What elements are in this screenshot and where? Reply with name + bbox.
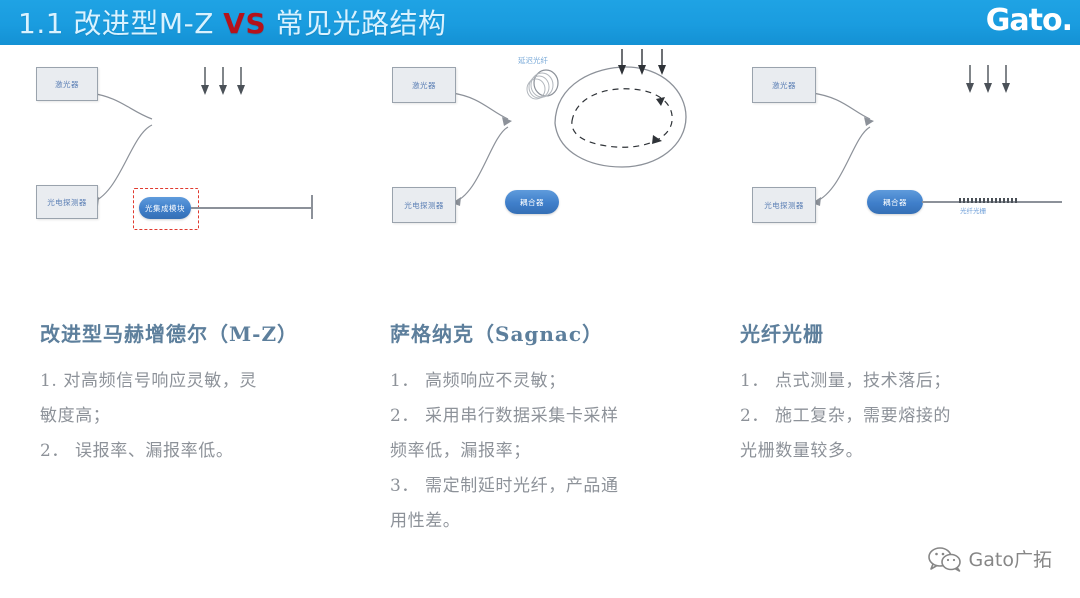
sagnac-laser-box: 激光器: [392, 67, 456, 103]
diagram-sagnac: 激光器 光电探测器 耦合器 延迟光纤: [350, 45, 720, 313]
column-fbg: 光纤光栅 1． 点式测量，技术落后； 2． 施工复杂，需要熔接的 光栅数量较多。: [740, 318, 1050, 470]
brand-logo: Gato.: [985, 3, 1073, 38]
sagnac-detector-label: 光电探测器: [404, 200, 444, 210]
column-fbg-item: 2． 施工复杂，需要熔接的: [740, 406, 952, 426]
column-sagnac-item: 2． 采用串行数据采集卡采样: [390, 406, 619, 426]
diagram-mz: 激光器 光电探测器 光集成模块: [0, 45, 350, 313]
sagnac-laser-label: 激光器: [412, 80, 436, 90]
sagnac-delay-fiber-label: 延迟光纤: [518, 56, 548, 65]
fbg-laser-label: 激光器: [772, 80, 796, 90]
page-header: 1.1 改进型M-Z VS 常见光路结构 Gato.: [0, 0, 1080, 45]
mz-highlight-dashed-box: [133, 188, 199, 230]
mz-laser-label: 激光器: [55, 79, 79, 89]
column-mz-title: 改进型马赫增德尔（M-Z）: [40, 322, 299, 346]
wechat-icon: [927, 546, 961, 572]
watermark-text: Gato广拓: [968, 549, 1052, 571]
fbg-coupler-label: 耦合器: [883, 197, 907, 207]
column-mz-item: 1. 对高频信号响应灵敏，灵: [40, 371, 258, 391]
column-sagnac-item: 3． 需定制延时光纤，产品通: [390, 476, 619, 496]
comparison-columns: 改进型马赫增德尔（M-Z） 1. 对高频信号响应灵敏，灵 敏度高； 2． 误报率…: [0, 318, 1080, 598]
column-fbg-title: 光纤光栅: [740, 322, 824, 346]
column-mz: 改进型马赫增德尔（M-Z） 1. 对高频信号响应灵敏，灵 敏度高； 2． 误报率…: [40, 318, 360, 470]
fbg-grating-label: 光纤光栅: [960, 207, 986, 215]
mz-detector-box: 光电探测器: [36, 185, 98, 219]
sagnac-detector-box: 光电探测器: [392, 187, 456, 223]
diagram-row: 激光器 光电探测器 光集成模块: [0, 45, 1080, 313]
mz-optical-module-label: 光集成模块: [145, 203, 185, 213]
mz-sensing-fiber-line: [191, 207, 313, 209]
column-fbg-item: 1． 点式测量，技术落后；: [740, 371, 952, 391]
mz-laser-box: 激光器: [36, 67, 98, 101]
column-sagnac-item: 用性差。: [390, 511, 461, 531]
mz-fiber-endcap: [311, 195, 313, 219]
column-sagnac-item: 1． 高频响应不灵敏；: [390, 371, 566, 391]
column-mz-item: 2． 误报率、漏报率低。: [40, 441, 234, 461]
column-sagnac: 萨格纳克（Sagnac） 1． 高频响应不灵敏； 2． 采用串行数据采集卡采样 …: [390, 318, 700, 540]
page-title-pre: 1.1 改进型M-Z: [18, 7, 224, 40]
column-sagnac-title: 萨格纳克（Sagnac）: [390, 322, 604, 346]
watermark: Gato广拓: [927, 545, 1052, 572]
column-sagnac-item: 频率低，漏报率；: [390, 441, 531, 461]
sagnac-coupler-label: 耦合器: [520, 197, 544, 207]
page-title: 1.1 改进型M-Z VS 常见光路结构: [18, 2, 447, 42]
fbg-detector-box: 光电探测器: [752, 187, 816, 223]
fbg-detector-label: 光电探测器: [764, 200, 804, 210]
fbg-grating-marks: [959, 198, 1017, 203]
fbg-coupler-pill: 耦合器: [867, 190, 923, 214]
sagnac-coupler-pill: 耦合器: [505, 190, 559, 214]
diagram-sagnac-connectors: [451, 49, 687, 206]
diagram-fbg: 激光器 光电探测器 耦合器 光纤光栅: [720, 45, 1080, 313]
page-title-post: 常见光路结构: [266, 7, 447, 40]
mz-optical-module-pill: 光集成模块: [139, 197, 191, 219]
mz-detector-label: 光电探测器: [47, 197, 87, 207]
diagram-fbg-connectors: [811, 65, 1010, 206]
column-mz-item: 敏度高；: [40, 406, 111, 426]
column-fbg-item: 光栅数量较多。: [740, 441, 864, 461]
page-title-vs: VS: [223, 7, 267, 40]
fbg-laser-box: 激光器: [752, 67, 816, 103]
